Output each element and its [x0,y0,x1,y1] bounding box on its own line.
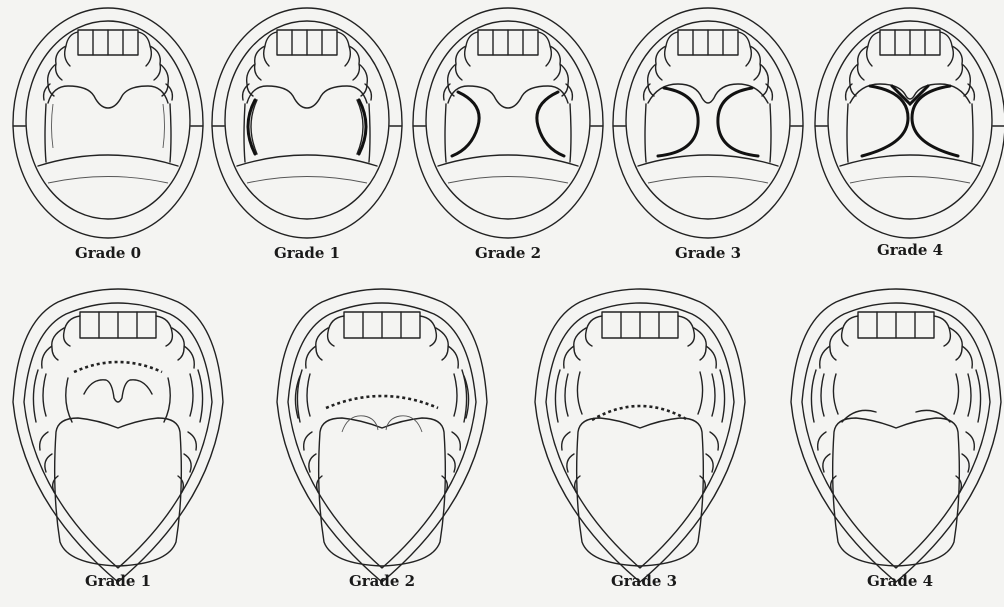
tonsil-grade-0-label: Grade 0 [75,244,141,262]
mallampati-grade-2-illustration [277,289,487,582]
mallampati-grade-4-illustration [791,289,1001,582]
mallampati-grade-3-label: Grade 3 [611,572,677,590]
mallampati-grade-2-label: Grade 2 [349,572,415,590]
tonsil-grade-3-label: Grade 3 [675,244,741,262]
mallampati-grade-1-illustration [13,289,223,582]
tonsil-grade-4-label: Grade 4 [877,241,943,259]
tonsil-grade-1-label: Grade 1 [274,244,340,262]
tonsil-grade-1-illustration [212,8,402,238]
mallampati-grade-4-label: Grade 4 [867,572,933,590]
mallampati-grade-3-illustration [535,289,745,582]
tonsil-grade-4-illustration [815,8,1004,238]
tonsil-grade-2-illustration [413,8,603,238]
tonsil-grade-3-illustration [613,8,803,238]
tonsil-grade-0-illustration [13,8,203,238]
tonsil-grade-2-label: Grade 2 [475,244,541,262]
mallampati-grade-1-label: Grade 1 [85,572,151,590]
